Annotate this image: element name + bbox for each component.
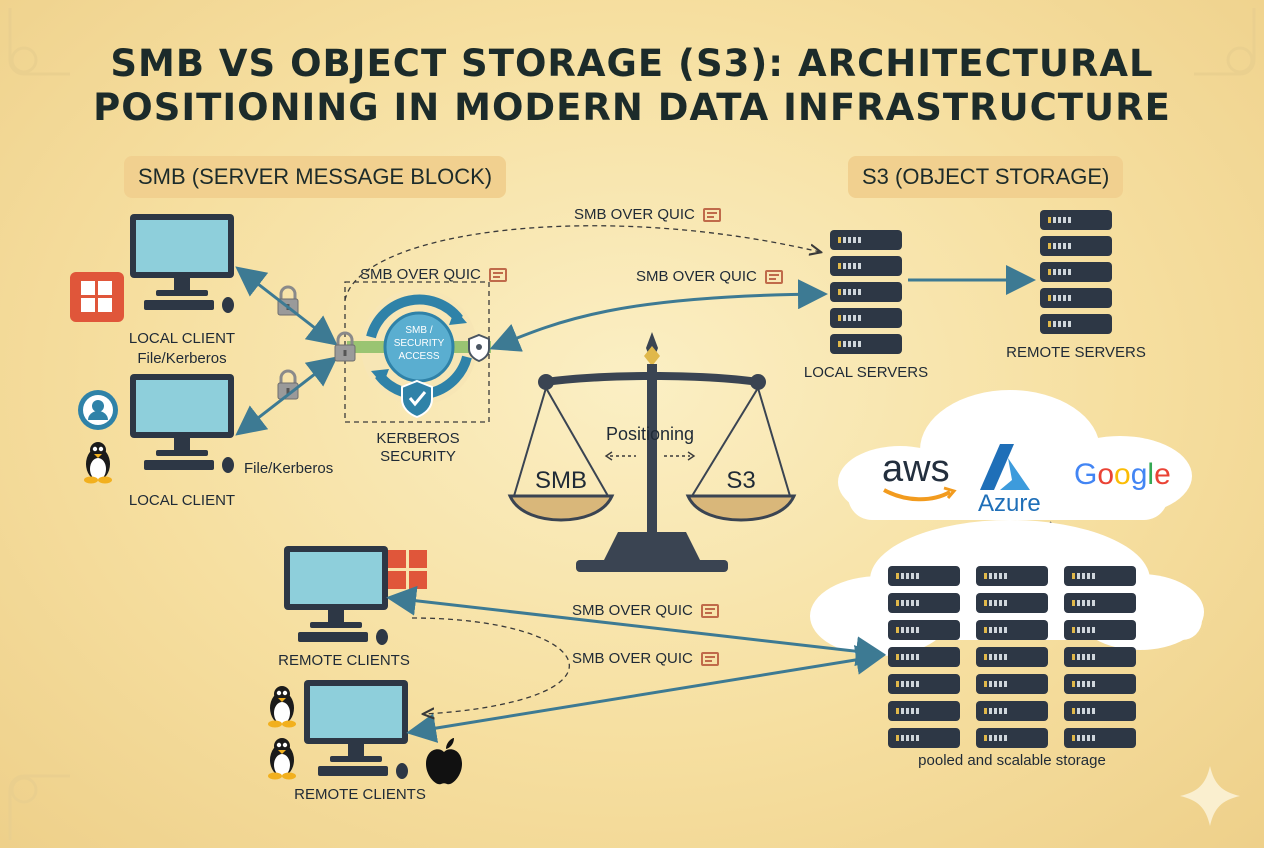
quic-label-remote-2: SMB OVER QUIC [572, 650, 719, 667]
provider-cloud [838, 390, 1192, 520]
pooled-storage-rack-3 [1064, 566, 1136, 748]
linux-icon-3 [268, 738, 296, 780]
user-circle-icon [78, 390, 118, 430]
quic-label-top-text: SMB OVER QUIC [574, 206, 695, 223]
azure-logo-icon [980, 444, 1030, 490]
remote-client-1-computer [284, 546, 388, 645]
title-line-2: POSITIONING IN MODERN DATA INFRASTRUCTUR… [93, 86, 1171, 129]
kerberos-label-2: SECURITY [380, 448, 456, 465]
windows-icon-2 [388, 550, 427, 589]
remote-servers-label: REMOTE SERVERS [1006, 344, 1146, 361]
quic-label-hub: SMB OVER QUIC [360, 266, 507, 283]
title-line-1: SMB VS OBJECT STORAGE (S3): ARCHITECTURA… [110, 42, 1154, 85]
linux-icon-2 [268, 686, 296, 728]
local-servers-rack [830, 230, 902, 354]
document-icon [702, 207, 721, 222]
s3-section-header: S3 (OBJECT STORAGE) [848, 156, 1124, 198]
apple-icon [426, 738, 462, 785]
local-client-1-computer [130, 214, 234, 313]
document-icon [764, 269, 783, 284]
scale-left-label: SMB [535, 467, 587, 494]
sparkle-icon [1180, 766, 1240, 826]
balance-scale [507, 332, 797, 572]
document-icon [488, 267, 507, 282]
windows-icon-1 [70, 272, 124, 322]
hub-label-line3: ACCESS [398, 351, 439, 362]
document-icon [700, 603, 719, 618]
pooled-storage-rack-1 [888, 566, 960, 748]
local-servers-label: LOCAL SERVERS [803, 364, 929, 381]
verified-shield-icon [401, 379, 433, 419]
azure-logo: Azure [978, 490, 1041, 517]
local-client-1-sublabel: File/Kerberos [137, 350, 227, 367]
quic-label-remote-2-text: SMB OVER QUIC [572, 650, 693, 667]
security-hub [347, 289, 491, 405]
local-client-2-sublabel: File/Kerberos [244, 460, 334, 477]
quic-label-right: SMB OVER QUIC [636, 268, 783, 285]
quic-label-hub-text: SMB OVER QUIC [360, 266, 481, 283]
pooled-storage-rack-2 [976, 566, 1048, 748]
hub-lock-icon [333, 331, 357, 363]
scale-center-label: Positioning [606, 424, 694, 444]
remote-servers-rack [1040, 210, 1112, 334]
document-icon [700, 651, 719, 666]
kerberos-label-1: KERBEROS [376, 430, 460, 447]
quic-label-remote-1: SMB OVER QUIC [572, 602, 719, 619]
scale-right-label: S3 [726, 467, 755, 494]
remote-client-2-computer [304, 680, 408, 779]
pooled-storage-label: pooled and scalable storage [918, 752, 1106, 769]
hub-shield-icon [468, 333, 490, 363]
quic-label-top: SMB OVER QUIC [574, 206, 721, 223]
aws-logo: aws [882, 448, 950, 490]
hub-label-line1: SMB / [405, 325, 432, 336]
local-client-1-label: LOCAL CLIENT [128, 330, 236, 347]
quic-label-right-text: SMB OVER QUIC [636, 268, 757, 285]
smb-section-header: SMB (SERVER MESSAGE BLOCK) [124, 156, 507, 198]
local-client-2-computer [130, 374, 234, 473]
quic-label-remote-1-text: SMB OVER QUIC [572, 602, 693, 619]
hub-label-line2: SECURITY [394, 338, 445, 349]
local-client-2-label: LOCAL CLIENT [128, 492, 236, 509]
linux-icon-1 [84, 442, 112, 484]
corner-ornaments [8, 8, 1256, 840]
remote-clients-2-label: REMOTE CLIENTS [294, 786, 426, 803]
aws-smile-icon [883, 488, 951, 502]
remote-clients-1-label: REMOTE CLIENTS [278, 652, 410, 669]
google-logo: Google [1074, 458, 1171, 491]
